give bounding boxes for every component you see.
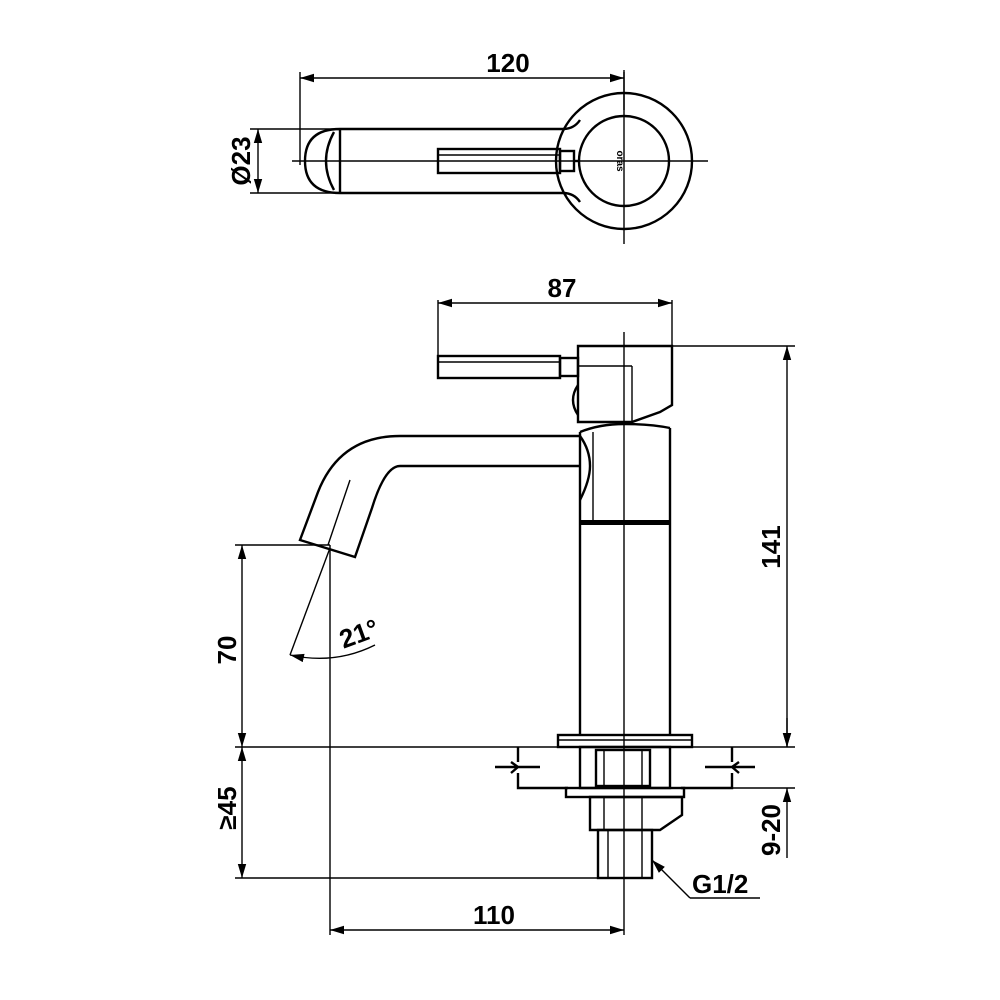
dim-87-label: 87 xyxy=(548,273,577,303)
mounting-shank xyxy=(578,745,672,790)
angle-arc xyxy=(289,644,376,663)
outlet-flow-axis xyxy=(289,547,331,656)
dim-141-label: 141 xyxy=(756,525,786,568)
dim-diameter-label: Ø23 xyxy=(226,136,256,185)
angle-label: 21° xyxy=(335,613,382,655)
thread-leader xyxy=(651,859,691,899)
top-spout-outline xyxy=(340,119,581,203)
body-column xyxy=(578,422,672,735)
handle-lever-collar xyxy=(558,356,580,378)
top-view: oras 120 Ø23 xyxy=(226,48,708,244)
deck-break-right xyxy=(705,761,755,774)
base-flange xyxy=(556,733,694,749)
body-band xyxy=(580,520,670,525)
handle-pivot xyxy=(571,384,580,416)
thread-connector xyxy=(596,828,654,880)
dim-110-label: 110 xyxy=(473,900,515,930)
mounting-nut xyxy=(594,748,652,788)
spout-collar xyxy=(578,435,592,501)
lock-nut xyxy=(588,795,684,832)
top-brand-mark: oras xyxy=(614,150,625,172)
side-view: 87 141 9-2 xyxy=(212,273,795,935)
spout xyxy=(298,434,580,559)
dim-min-label: ≥45 xyxy=(212,786,242,829)
handle-lever xyxy=(436,354,562,380)
washer xyxy=(564,786,686,799)
dim-deck-label: 9-20 xyxy=(756,804,786,856)
spout-inner-line xyxy=(327,479,351,546)
handle-head xyxy=(576,344,674,424)
dim-70-label: 70 xyxy=(212,636,242,665)
top-spout-nozzle xyxy=(303,127,342,195)
thread-label: G1/2 xyxy=(692,869,748,899)
deck-break-left xyxy=(495,761,540,774)
dim-120-label: 120 xyxy=(486,48,529,78)
deck-section xyxy=(516,747,734,790)
